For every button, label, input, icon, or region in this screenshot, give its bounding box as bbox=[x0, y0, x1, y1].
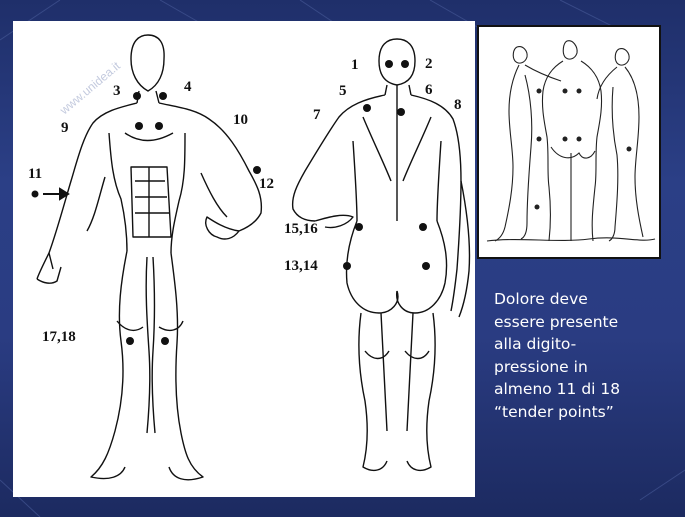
tender-point-label-6: 6 bbox=[425, 83, 433, 98]
arrow-icon bbox=[43, 189, 68, 199]
back-body-figure bbox=[293, 39, 470, 470]
tender-point-label-13-14: 13,14 bbox=[284, 259, 318, 274]
tender-point-label-2: 2 bbox=[425, 57, 433, 72]
tender-point-label-12: 12 bbox=[259, 177, 274, 192]
tender-point-markers bbox=[32, 60, 431, 345]
tender-point-label-9: 9 bbox=[61, 121, 69, 136]
tender-point-label-8: 8 bbox=[454, 98, 462, 113]
tender-point-label-7: 7 bbox=[313, 108, 321, 123]
tender-point-label-5: 5 bbox=[339, 84, 347, 99]
caption-text: Dolore deve essere presente alla digito-… bbox=[494, 288, 674, 423]
caption-line: Dolore deve bbox=[494, 288, 674, 311]
caption-line: almeno 11 di 18 bbox=[494, 378, 674, 401]
tender-points-figure: 1 2 3 4 5 6 7 8 9 10 11 12 15,16 13,14 1… bbox=[13, 21, 475, 497]
tender-point-label-4: 4 bbox=[184, 80, 192, 95]
tender-point-label-17-18: 17,18 bbox=[42, 330, 76, 345]
tender-point-label-11: 11 bbox=[28, 167, 42, 182]
tender-point-label-15-16: 15,16 bbox=[284, 222, 318, 237]
tender-point-label-3: 3 bbox=[113, 84, 121, 99]
caption-line: essere presente bbox=[494, 311, 674, 334]
caption-line: “tender points” bbox=[494, 401, 674, 424]
tender-point-label-1: 1 bbox=[351, 58, 359, 73]
caption-line: pressione in bbox=[494, 356, 674, 379]
three-graces-illustration bbox=[477, 25, 661, 259]
tender-point-label-10: 10 bbox=[233, 113, 248, 128]
caption-line: alla digito- bbox=[494, 333, 674, 356]
